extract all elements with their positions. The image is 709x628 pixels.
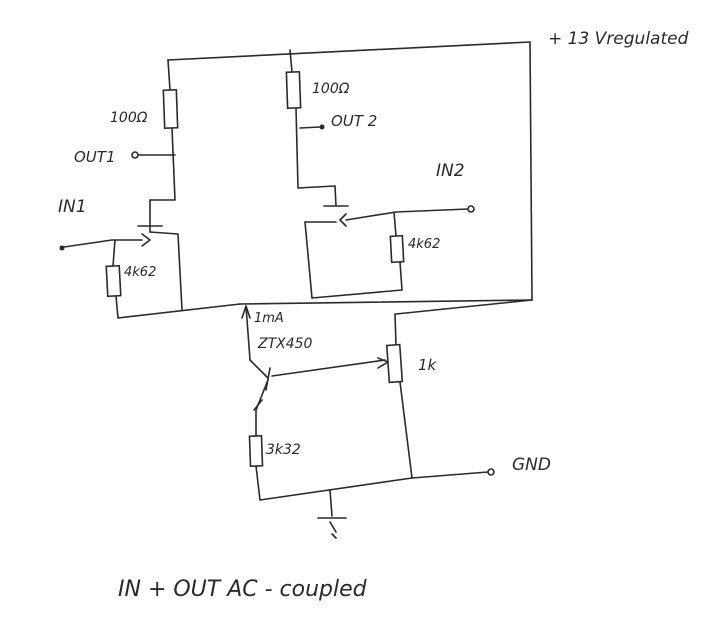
out2-label: OUT 2	[331, 112, 377, 130]
r-gate-left-label: 4k62	[124, 265, 156, 280]
ground-symbol	[329, 521, 337, 539]
gnd-label: GND	[512, 455, 551, 475]
resistor-4k62-right	[389, 234, 405, 264]
jfet-2-symbol	[323, 205, 349, 227]
in1-label: IN1	[58, 197, 87, 217]
supply-label: + 13 Vregulated	[548, 29, 689, 49]
r-emitter-label: 3k32	[266, 442, 301, 458]
out2-terminal	[319, 124, 325, 130]
jfet-1-symbol	[137, 225, 163, 247]
resistor-4k62-left	[105, 264, 122, 298]
in2-terminal	[467, 205, 475, 213]
in1-terminal	[59, 245, 65, 251]
resistor-100-ohm-right	[285, 70, 302, 110]
left-branch-wires	[63, 59, 241, 319]
pot-wiper-arrow	[377, 357, 389, 369]
supply-rail	[167, 41, 533, 301]
r-top-right-label: 100Ω	[312, 81, 350, 97]
transistor-label: ZTX450	[257, 336, 313, 352]
pot-label: 1k	[418, 356, 438, 374]
gnd-terminal	[487, 468, 495, 476]
out1-label: OUT1	[74, 148, 116, 166]
potentiometer-1k	[385, 343, 404, 384]
r-gate-right-label: 4k62	[408, 237, 440, 252]
resistor-3k32	[248, 434, 264, 468]
current-source-wires	[241, 299, 533, 519]
right-branch-wires	[239, 49, 533, 305]
resistor-100-ohm-left	[162, 88, 179, 130]
ac-coupled-note: IN + OUT AC - coupled	[118, 577, 368, 602]
out1-terminal	[131, 151, 139, 159]
current-label: 1mA	[254, 311, 284, 326]
in2-label: IN2	[436, 161, 465, 181]
r-top-left-label: 100Ω	[110, 110, 148, 126]
